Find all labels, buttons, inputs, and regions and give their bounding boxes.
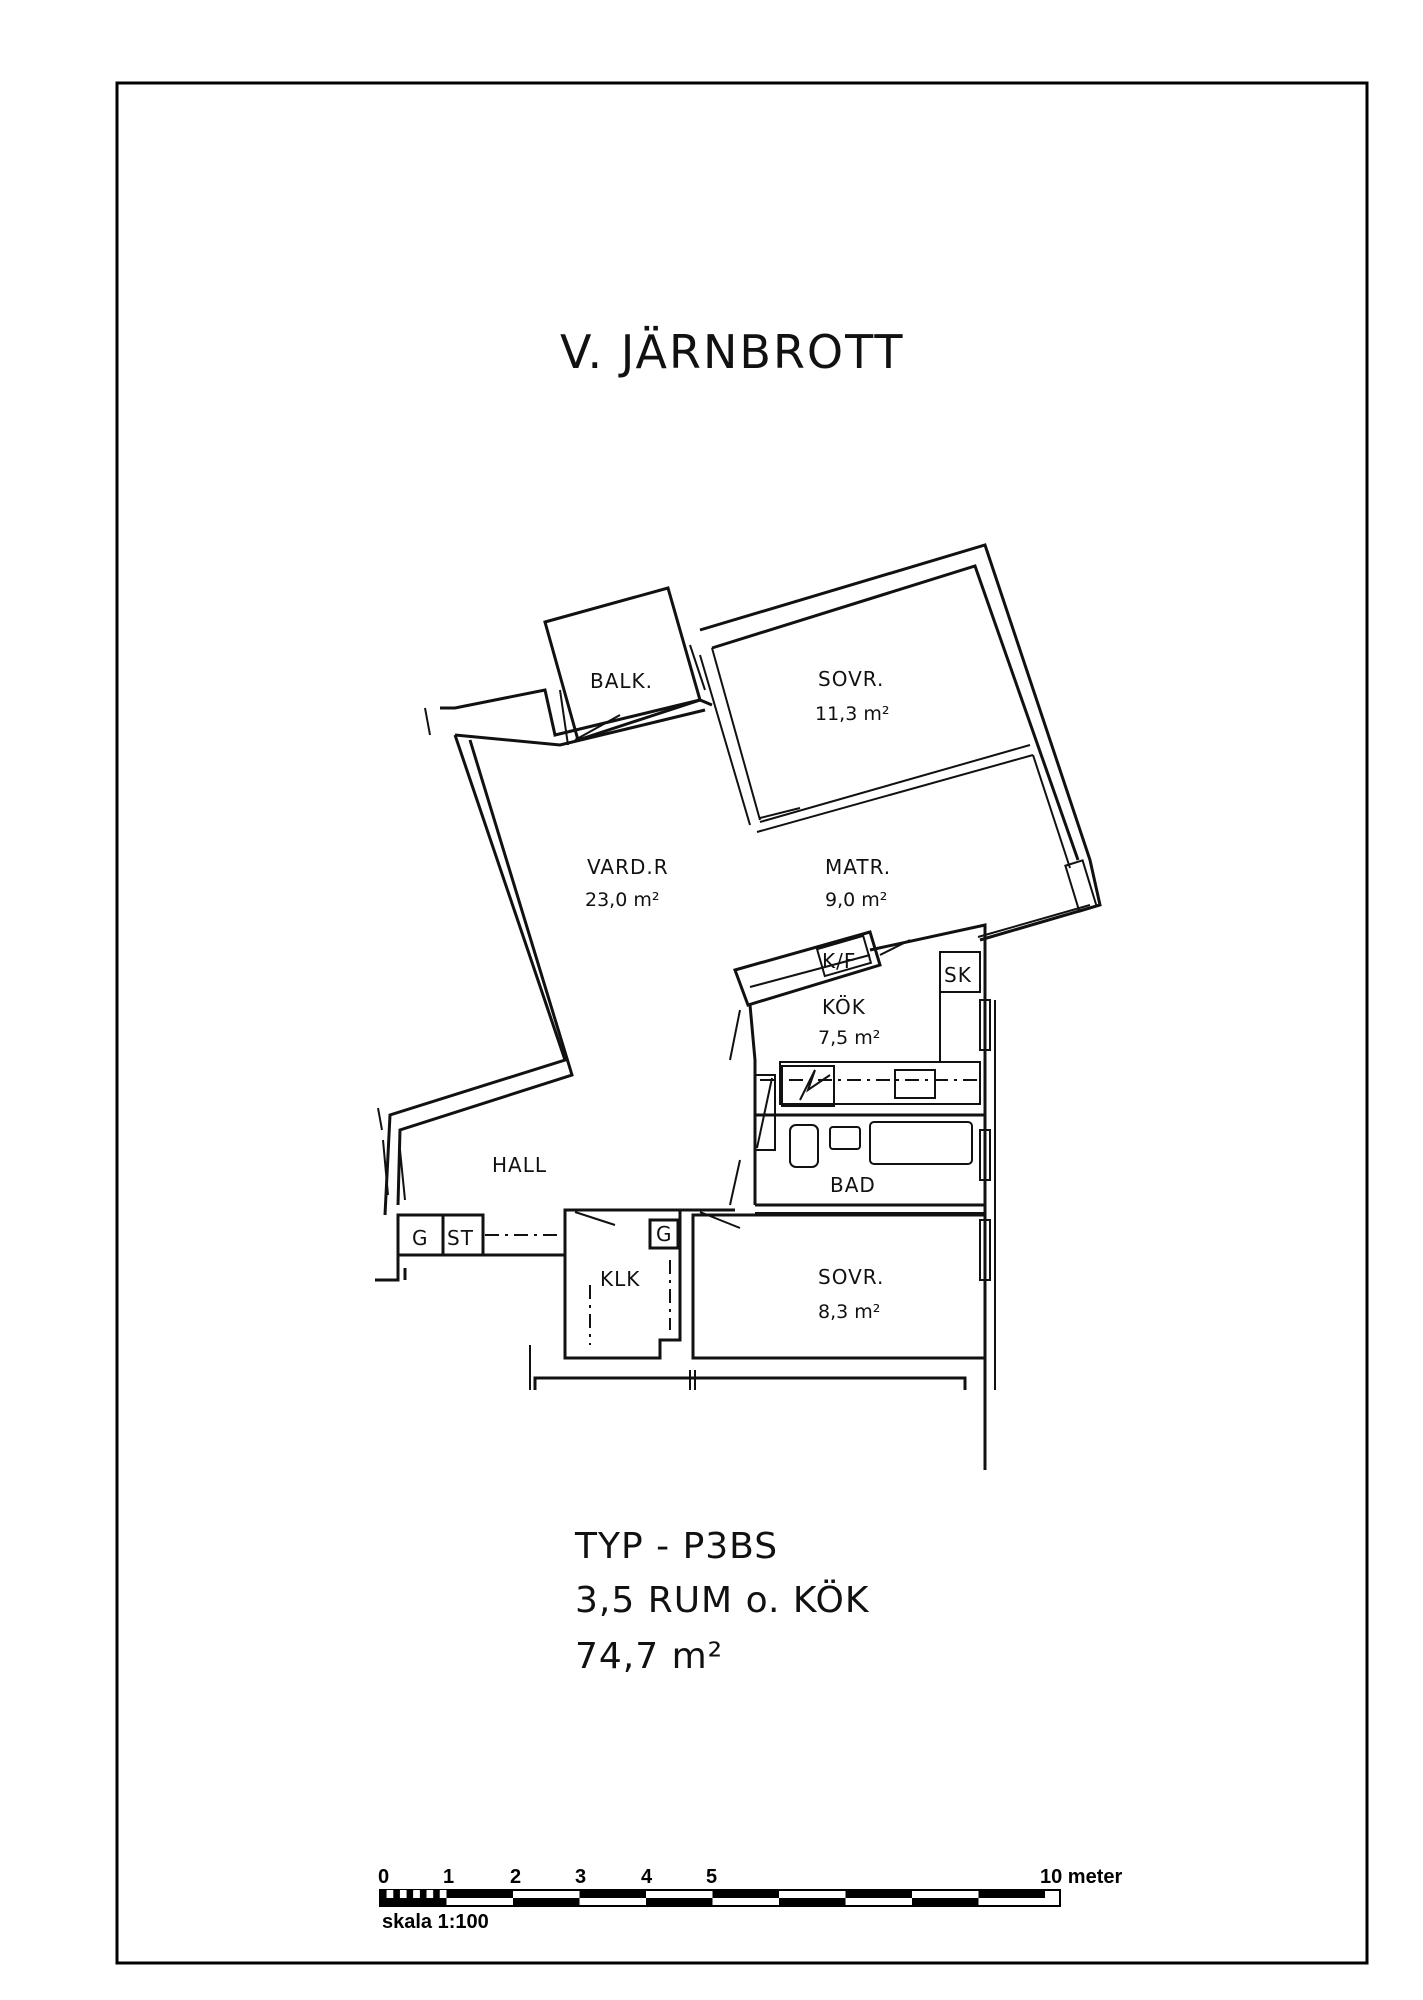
room-g1-label: G: [412, 1226, 429, 1250]
living-room-walls: [377, 688, 713, 1216]
room-hall-label: HALL: [492, 1153, 547, 1177]
scale-tick-4: 4: [641, 1866, 653, 1888]
scale-segment: [646, 1898, 713, 1906]
room-g2-label: G: [656, 1222, 673, 1246]
scale-subsegment: [406, 1890, 414, 1898]
sheet-border: [115, 81, 1369, 1965]
room-st-label: ST: [447, 1226, 474, 1250]
scale-end-label: 10 meter: [1040, 1866, 1122, 1888]
scale-segment: [845, 1890, 912, 1898]
room-vardr-area: 23,0 m²: [585, 889, 659, 911]
room-matr-area: 9,0 m²: [825, 889, 887, 911]
scale-segment: [513, 1898, 580, 1906]
scale-segment: [380, 1898, 447, 1906]
lower-rooms: [375, 1000, 996, 1390]
scale-subsegment: [426, 1890, 434, 1898]
balcony: [543, 586, 702, 746]
scale-tick-5: 5: [706, 1866, 717, 1888]
scale-segment: [779, 1898, 846, 1906]
scale-tick-3: 3: [575, 1866, 586, 1888]
scale-segment: [912, 1898, 979, 1906]
scale-caption: skala 1:100: [382, 1911, 489, 1933]
scale-segment: [579, 1890, 646, 1898]
scale-subsegment: [380, 1890, 387, 1898]
apartment-type: TYP - P3BS: [574, 1526, 778, 1567]
room-klk-label: KLK: [600, 1267, 640, 1291]
scale-segment: [446, 1890, 513, 1898]
scale-subsegment: [399, 1890, 407, 1898]
room-sovr1-label: SOVR.: [818, 667, 884, 691]
room-vardr-label: VARD.R: [587, 855, 669, 879]
room-kok-area: 7,5 m²: [818, 1027, 880, 1049]
scale-subsegment: [413, 1890, 420, 1898]
floor-plan: [375, 543, 1102, 1470]
room-bad-label: BAD: [830, 1173, 876, 1197]
room-balk-label: BALK.: [590, 669, 653, 693]
scale-subsegment: [433, 1890, 440, 1898]
scale-segment: [978, 1890, 1045, 1898]
scale-tick-0: 0: [378, 1866, 389, 1888]
room-sovr2-label: SOVR.: [818, 1265, 884, 1289]
room-sk-label: SK: [944, 963, 972, 987]
scale-segment: [712, 1890, 779, 1898]
plan-title: V. JÄRNBROTT: [560, 325, 905, 379]
scale-bar: 0 1 2 3 4 5 10 meter skala 1:100: [378, 1866, 1122, 1933]
scale-subsegment: [393, 1890, 400, 1898]
apartment-rooms: 3,5 RUM o. KÖK: [575, 1579, 870, 1621]
scale-subsegment: [386, 1890, 394, 1898]
room-matr-label: MATR.: [825, 855, 891, 879]
scale-subsegment: [419, 1890, 427, 1898]
room-kf-label: K/F: [822, 949, 856, 973]
scale-subsegment: [439, 1890, 447, 1898]
scale-tick-1: 1: [443, 1866, 454, 1888]
room-sovr2-area: 8,3 m²: [818, 1301, 880, 1323]
upper-rotated-block: [689, 543, 1102, 956]
apartment-area: 74,7 m²: [575, 1636, 723, 1677]
scale-bar-segments: [380, 1890, 1045, 1906]
scale-tick-2: 2: [510, 1866, 521, 1888]
room-sovr1-area: 11,3 m²: [815, 703, 889, 725]
room-kok-label: KÖK: [822, 995, 866, 1019]
